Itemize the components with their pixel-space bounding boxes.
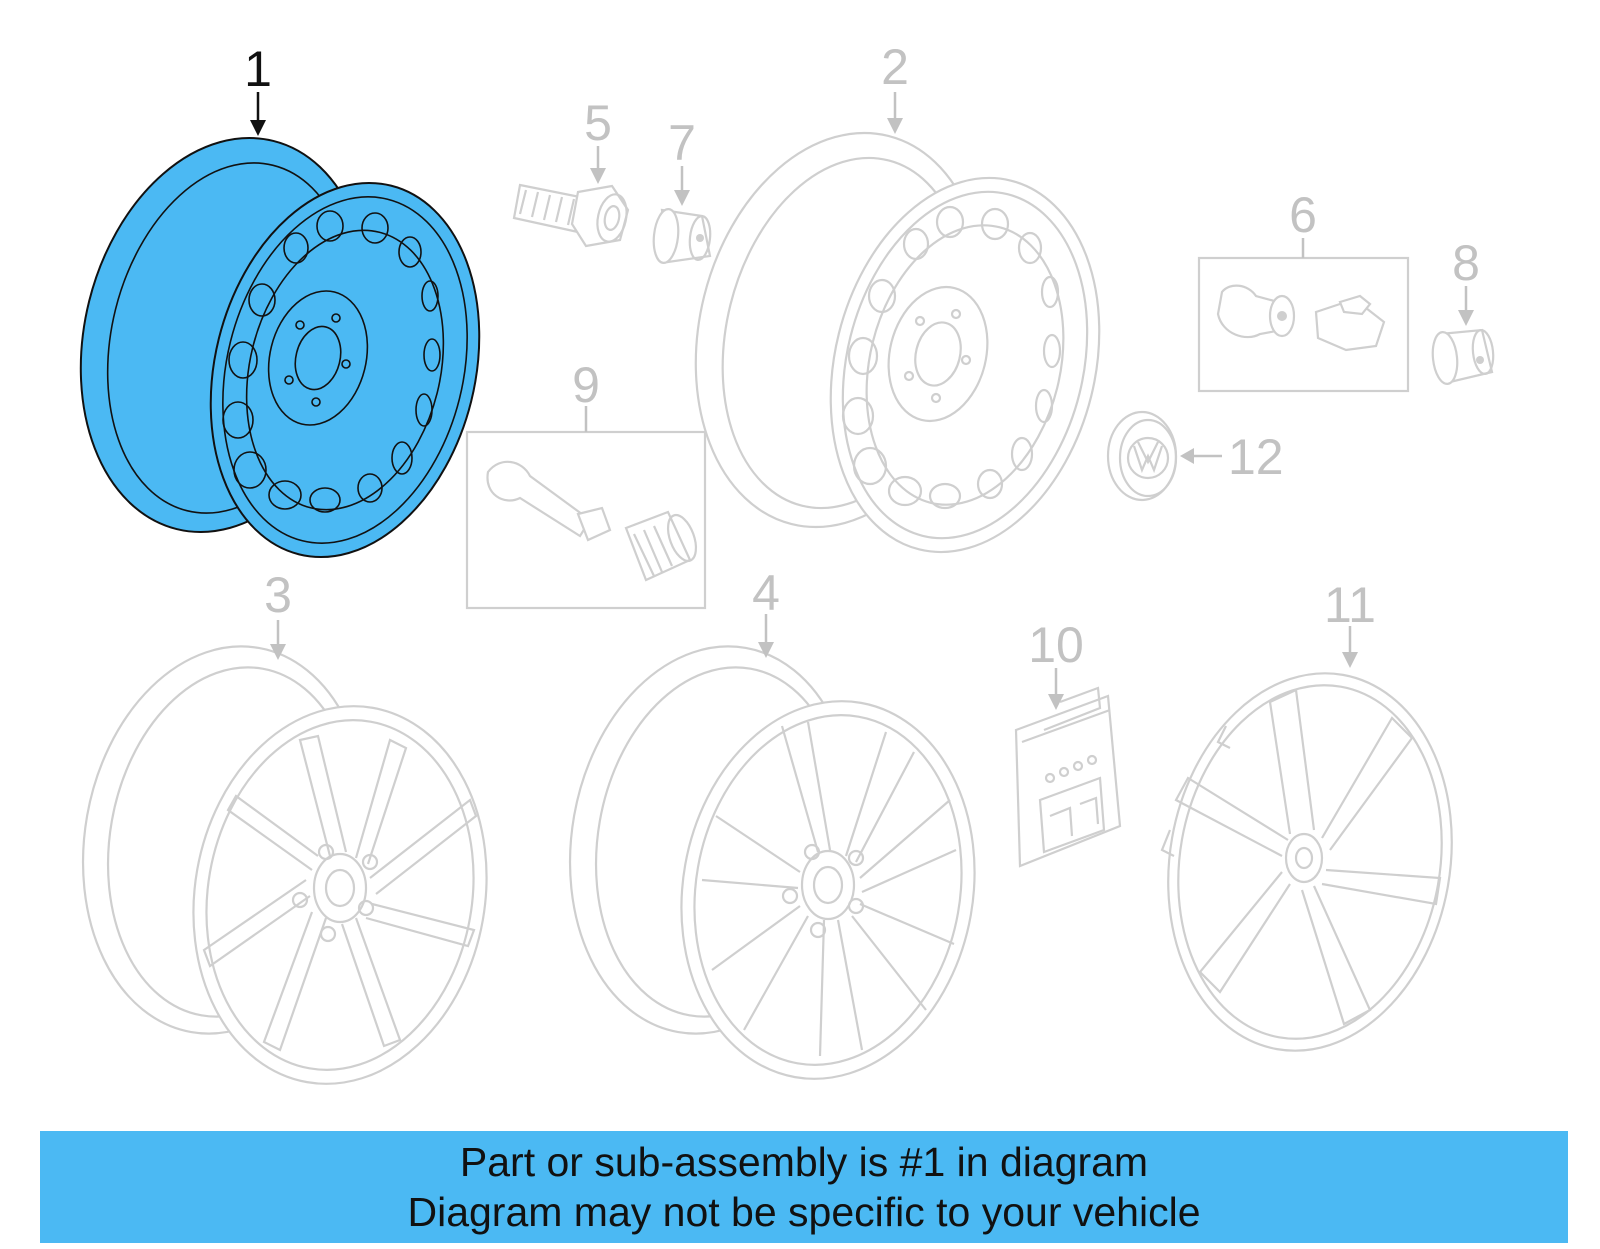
part-5-wheel-bolt[interactable] [512, 183, 631, 248]
part-2-steel-wheel[interactable] [656, 102, 1137, 581]
callout-4[interactable]: 4 [752, 565, 780, 621]
callout-7[interactable]: 7 [668, 115, 696, 171]
callout-4-arrowhead [758, 642, 774, 658]
callout-2[interactable]: 2 [881, 39, 909, 95]
part-8-bolt-cap[interactable] [1430, 328, 1495, 385]
part-11-wheel-cover[interactable] [1139, 651, 1481, 1074]
callout-8[interactable]: 8 [1452, 235, 1480, 291]
callout-5-arrowhead [590, 168, 606, 184]
callout-7-arrowhead [674, 190, 690, 206]
part-7-bolt-cap[interactable] [651, 208, 712, 264]
info-banner: Part or sub-assembly is #1 in diagram Di… [40, 1131, 1568, 1243]
callout-3-arrowhead [270, 644, 286, 660]
callout-11[interactable]: 11 [1324, 577, 1376, 633]
callout-8-arrowhead [1458, 310, 1474, 326]
callout-1[interactable]: 1 [244, 41, 272, 97]
callout-6[interactable]: 6 [1289, 187, 1317, 243]
callout-2-arrowhead [887, 118, 903, 134]
part-4-alloy-wheel[interactable] [540, 624, 1004, 1103]
banner-line-1: Part or sub-assembly is #1 in diagram [459, 1139, 1149, 1185]
callout-3[interactable]: 3 [264, 567, 292, 623]
part-1-steel-wheel-highlighted[interactable] [41, 107, 517, 586]
banner-line-2: Diagram may not be specific to your vehi… [407, 1189, 1201, 1235]
callout-9[interactable]: 9 [572, 357, 600, 413]
part-10-decal-sheet[interactable] [1014, 686, 1122, 868]
callout-10-arrowhead [1048, 694, 1064, 710]
part-12-center-cap[interactable] [1106, 410, 1178, 502]
callout-12[interactable]: 12 [1228, 429, 1284, 485]
part-9-valve-stem-set[interactable] [465, 430, 707, 610]
part-6-locking-bolt-set[interactable] [1197, 256, 1410, 393]
callout-11-arrowhead [1342, 652, 1358, 668]
callout-5[interactable]: 5 [584, 95, 612, 151]
callout-12-arrowhead [1180, 448, 1194, 464]
callout-10[interactable]: 10 [1028, 617, 1084, 673]
callout-1-arrowhead [250, 120, 266, 136]
part-3-alloy-wheel[interactable] [53, 624, 516, 1108]
